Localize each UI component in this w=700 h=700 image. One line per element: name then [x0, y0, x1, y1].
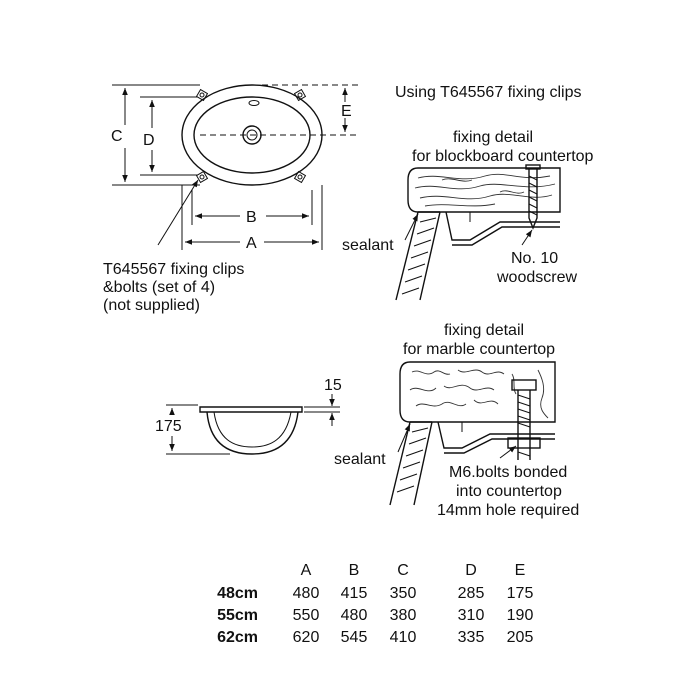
cell-d: 285 [458, 585, 485, 602]
fixing-clip-icons [195, 88, 307, 184]
label-b: B [246, 209, 257, 226]
bolt-label-line2: into countertop [456, 483, 562, 500]
table-row: 55cm 550 480 380 310 190 [217, 607, 533, 624]
marble-sealant-label: sealant [334, 451, 386, 468]
dimensions-table: A B C D E 48cm 480 415 350 285 175 55cm … [217, 562, 533, 646]
cell-d: 310 [458, 607, 485, 624]
cell-b: 415 [341, 585, 368, 602]
clips-note: T645567 fixing clips &bolts (set of 4) (… [103, 261, 244, 314]
section-view: 175 15 [155, 377, 342, 455]
table-row: 48cm 480 415 350 285 175 [217, 585, 533, 602]
label-e: E [341, 103, 352, 120]
blockboard-sealant-label: sealant [342, 237, 394, 254]
row-size-label: 48cm [217, 585, 258, 602]
basin-wall-hatch [401, 217, 437, 295]
clips-note-line2: &bolts (set of 4) [103, 279, 215, 296]
table-row: 62cm 620 545 410 335 205 [217, 629, 533, 646]
clips-note-line3: (not supplied) [103, 297, 200, 314]
cell-e: 205 [507, 629, 534, 646]
table-header-row: A B C D E [301, 562, 526, 579]
blockboard-title-line1: fixing detail [453, 129, 533, 146]
woodscrew-icon [525, 164, 541, 230]
table-header-d: D [465, 562, 477, 579]
label-d: D [143, 132, 155, 149]
m6-bolt-icon [507, 379, 541, 460]
plan-view: E C D B A [111, 84, 360, 252]
marble-title-line2: for marble countertop [403, 341, 555, 358]
row-size-label: 62cm [217, 629, 258, 646]
screw-label-line2: woodscrew [496, 269, 577, 286]
cell-e: 190 [507, 607, 534, 624]
label-c: C [111, 128, 123, 145]
cell-c: 410 [390, 629, 417, 646]
detail-heading: Using T645567 fixing clips [395, 84, 581, 101]
blockboard-title-line2: for blockboard countertop [412, 148, 594, 165]
cell-c: 380 [390, 607, 417, 624]
depth-label: 175 [155, 418, 182, 435]
marble-basin-wall-hatch [396, 427, 429, 493]
marble-texture [409, 369, 549, 419]
label-a: A [246, 235, 257, 252]
table-header-b: B [349, 562, 360, 579]
bolt-label-line1: M6.bolts bonded [449, 464, 567, 481]
blockboard-detail: fixing detail for blockboard countertop [342, 129, 594, 301]
overflow-hole [248, 100, 260, 106]
rim-label: 15 [324, 377, 342, 394]
table-header-c: C [397, 562, 409, 579]
cell-a: 620 [293, 629, 320, 646]
marble-detail: fixing detail for marble countertop [334, 322, 579, 519]
cell-d: 335 [458, 629, 485, 646]
cell-a: 480 [293, 585, 320, 602]
cell-a: 550 [293, 607, 320, 624]
cell-c: 350 [390, 585, 417, 602]
table-header-e: E [515, 562, 526, 579]
row-size-label: 55cm [217, 607, 258, 624]
cell-e: 175 [507, 585, 534, 602]
screw-label-line1: No. 10 [511, 250, 558, 267]
marble-title-line1: fixing detail [444, 322, 524, 339]
cell-b: 545 [341, 629, 368, 646]
clips-note-line1: T645567 fixing clips [103, 261, 244, 278]
table-header-a: A [301, 562, 312, 579]
bolt-label-line3: 14mm hole required [437, 502, 579, 519]
cell-b: 480 [341, 607, 368, 624]
